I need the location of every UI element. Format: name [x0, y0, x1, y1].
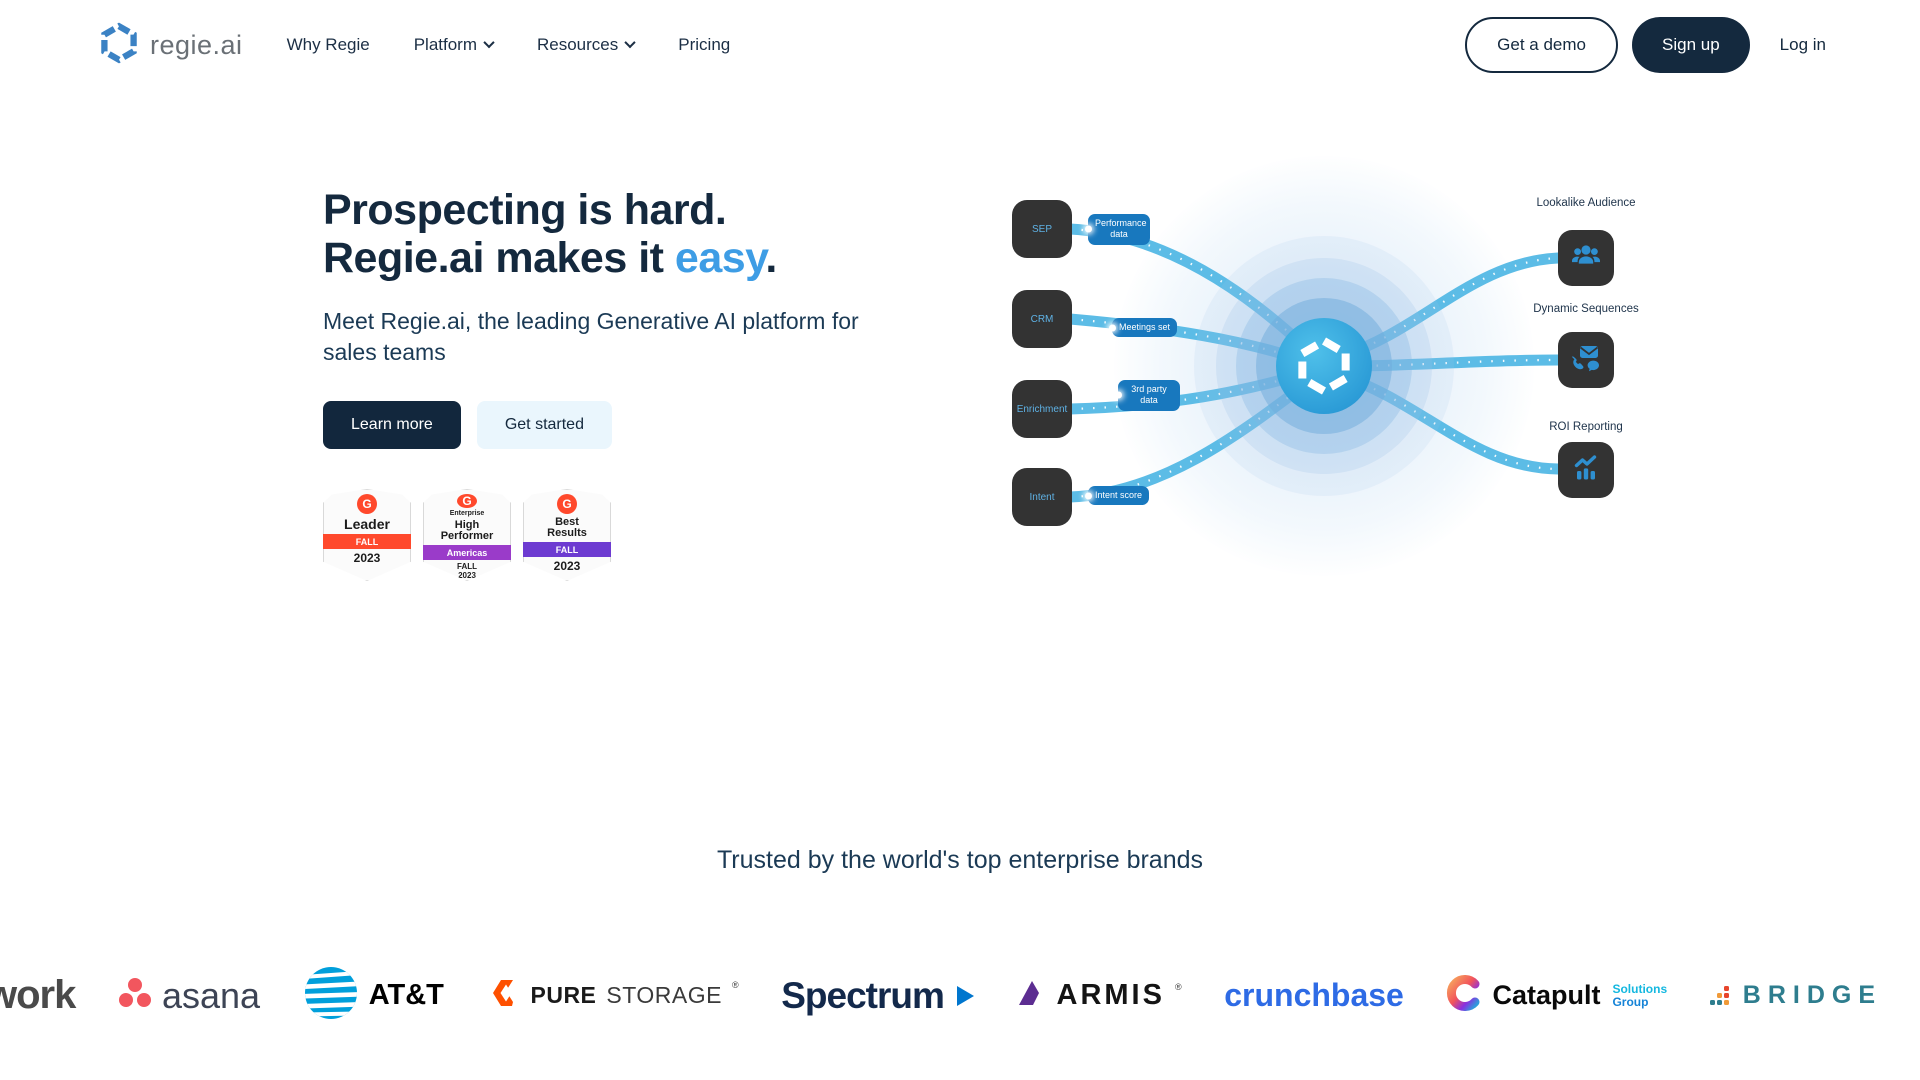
catapult-subtext: Solutions Group [1612, 981, 1668, 1009]
platform-diagram: SEP CRM Enrichment Intent Performance da… [1002, 156, 1652, 576]
log-in-link[interactable]: Log in [1779, 35, 1826, 54]
pill-intent-score: Intent score [1088, 486, 1150, 506]
header-actions: Get a demo Sign up Log in [1465, 17, 1826, 73]
cta-row: Learn more Get started [323, 401, 923, 450]
hero-heading-line2: Regie.ai makes it easy. [323, 234, 777, 283]
nav-resources[interactable]: Resources [537, 35, 636, 55]
hero-heading: Prospecting is hard. Regie.ai makes it e… [323, 186, 923, 282]
brand-att: AT&T [303, 965, 444, 1026]
hero-subtitle: Meet Regie.ai, the leading Generative AI… [323, 308, 859, 365]
regie-logo-icon [98, 22, 140, 69]
regie-hex-logo-icon [1292, 334, 1356, 403]
pill-3rd-party-data: 3rd party data [1118, 380, 1180, 411]
brand-armis: ARMIS® [1017, 978, 1182, 1013]
get-demo-button[interactable]: Get a demo [1465, 17, 1618, 73]
brand-bridge: BRIDGE [1709, 981, 1882, 1010]
pill-performance-data: Performance data [1088, 214, 1150, 245]
pure-storage-icon [487, 976, 521, 1015]
g2-icon: G [457, 494, 477, 509]
output-label-dynamic-sequences: Dynamic Sequences [1533, 303, 1639, 315]
output-tile-lookalike-audience [1558, 230, 1614, 286]
header: regie.ai Why Regie Platform Resources Pr… [0, 0, 1920, 90]
hero-section: Prospecting is hard. Regie.ai makes it e… [0, 90, 1920, 650]
hero-highlight: easy [674, 234, 766, 283]
nav-platform[interactable]: Platform [414, 35, 495, 55]
brand-spectrum: Spectrum [781, 975, 974, 1017]
nav-pricing[interactable]: Pricing [678, 35, 731, 54]
chevron-down-icon [624, 36, 636, 48]
g2-badge-best-results: G Best Results FALL 2023 [523, 489, 611, 582]
regie-logo[interactable]: regie.ai [98, 22, 243, 69]
people-group-icon [1570, 240, 1602, 277]
source-tile-intent: Intent [1012, 468, 1072, 526]
g2-icon: G [557, 494, 577, 515]
brand-logo-strip: work asana AT&T [0, 965, 1920, 1026]
hero-heading-line1: Prospecting is hard. [323, 186, 727, 234]
brand-name: regie.ai [150, 29, 243, 60]
output-tile-roi-reporting [1558, 442, 1614, 498]
output-label-roi-reporting: ROI Reporting [1549, 421, 1623, 433]
armis-triangle-icon [1017, 978, 1047, 1013]
source-tile-sep: SEP [1012, 200, 1072, 258]
output-tile-dynamic-sequences [1558, 332, 1614, 388]
chevron-down-icon [483, 36, 495, 48]
brand-catapult: Catapult Solutions Group [1446, 975, 1667, 1016]
g2-badge-leader: G Leader FALL 2023 [323, 489, 411, 582]
source-tile-crm: CRM [1012, 290, 1072, 348]
brand-crunchbase: crunchbase [1224, 977, 1404, 1013]
att-globe-icon [303, 965, 359, 1026]
learn-more-button[interactable]: Learn more [323, 401, 461, 450]
sign-up-button[interactable]: Sign up [1632, 17, 1750, 73]
g2-badge-high-performer: G Enterprise High Performer Americas FAL… [423, 489, 511, 582]
spectrum-arrow-icon [956, 985, 974, 1006]
g2-badges: G Leader FALL 2023 G Enterprise High Per… [323, 489, 923, 582]
get-started-button[interactable]: Get started [476, 401, 612, 450]
asana-dots-icon [118, 977, 152, 1014]
brand-work: work [0, 973, 76, 1017]
glow-core [1276, 318, 1372, 414]
bar-chart-icon [1570, 452, 1602, 489]
trusted-heading: Trusted by the world's top enterprise br… [716, 846, 1204, 874]
pill-meetings-set: Meetings set [1112, 318, 1178, 338]
bridge-dots-icon [1709, 986, 1729, 1005]
hero-copy: Prospecting is hard. Regie.ai makes it e… [323, 186, 923, 582]
main-nav: Why Regie Platform Resources Pricing [287, 35, 731, 55]
brand-asana: asana [118, 975, 260, 1017]
source-tile-enrichment: Enrichment [1012, 380, 1072, 438]
nav-why-regie[interactable]: Why Regie [286, 35, 370, 54]
output-label-lookalike-audience: Lookalike Audience [1536, 197, 1636, 209]
catapult-c-icon [1446, 975, 1482, 1016]
email-phone-chat-icon [1570, 342, 1602, 379]
g2-icon: G [357, 494, 377, 515]
